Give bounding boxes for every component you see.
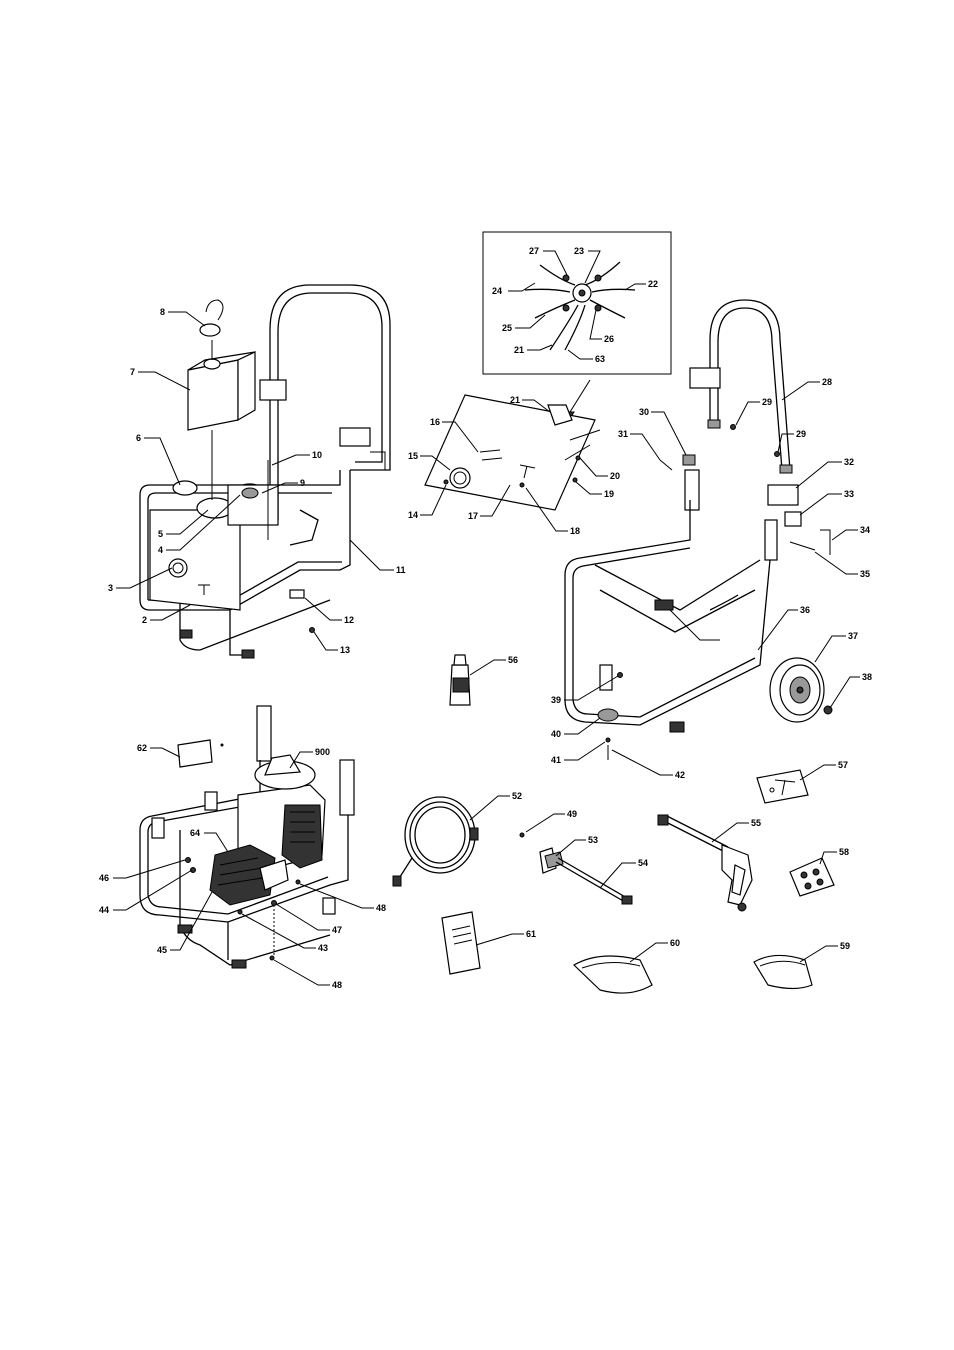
callout-44: 44 xyxy=(99,905,109,915)
callout-2: 2 xyxy=(142,615,147,625)
callout-39: 39 xyxy=(551,695,561,705)
callout-23: 23 xyxy=(574,246,584,256)
callout-34: 34 xyxy=(860,525,870,535)
callout-37: 37 xyxy=(848,631,858,641)
callout-40: 40 xyxy=(551,729,561,739)
callout-29-lower: 29 xyxy=(796,429,806,439)
callout-18: 18 xyxy=(570,526,580,536)
callout-59: 59 xyxy=(840,941,850,951)
callout-30: 30 xyxy=(639,407,649,417)
callout-46: 46 xyxy=(99,873,109,883)
callout-21-panel: 21 xyxy=(510,395,520,405)
callout-26: 26 xyxy=(604,334,614,344)
callout-33: 33 xyxy=(844,489,854,499)
callout-48-lower: 48 xyxy=(332,980,342,990)
callout-28: 28 xyxy=(822,377,832,387)
callout-11: 11 xyxy=(396,565,406,575)
callout-14: 14 xyxy=(408,510,418,520)
callout-19: 19 xyxy=(604,489,614,499)
loose-parts xyxy=(393,655,834,993)
callout-63: 63 xyxy=(595,354,605,364)
callout-62: 62 xyxy=(137,743,147,753)
callout-55: 55 xyxy=(751,818,761,828)
assembly-engine-pump xyxy=(140,706,354,968)
callout-58: 58 xyxy=(839,847,849,857)
assembly-tank-frame xyxy=(140,285,390,658)
callout-22: 22 xyxy=(648,279,658,289)
callout-10: 10 xyxy=(312,450,322,460)
callout-42: 42 xyxy=(675,770,685,780)
callout-47: 47 xyxy=(332,925,342,935)
callout-17: 17 xyxy=(468,511,478,521)
callout-52: 52 xyxy=(512,791,522,801)
callout-24: 24 xyxy=(492,286,502,296)
callout-13: 13 xyxy=(340,645,350,655)
callout-25: 25 xyxy=(502,323,512,333)
callout-32: 32 xyxy=(844,457,854,467)
callout-54: 54 xyxy=(638,858,648,868)
callout-56: 56 xyxy=(508,655,518,665)
callout-57: 57 xyxy=(838,760,848,770)
callout-900: 900 xyxy=(315,747,330,757)
assembly-wheel-frame xyxy=(565,300,832,760)
callout-21-inset: 21 xyxy=(514,345,524,355)
callout-43: 43 xyxy=(318,943,328,953)
callout-35: 35 xyxy=(860,569,870,579)
callout-49: 49 xyxy=(567,809,577,819)
callout-7: 7 xyxy=(130,367,135,377)
callout-9: 9 xyxy=(300,478,305,488)
callout-12: 12 xyxy=(344,615,354,625)
callout-4: 4 xyxy=(158,545,163,555)
callout-6: 6 xyxy=(136,433,141,443)
callout-29-upper: 29 xyxy=(762,397,772,407)
callout-8: 8 xyxy=(160,307,165,317)
callout-64: 64 xyxy=(190,828,200,838)
callout-48-upper: 48 xyxy=(376,903,386,913)
callout-31: 31 xyxy=(618,429,628,439)
callout-60: 60 xyxy=(670,938,680,948)
callout-20: 20 xyxy=(610,471,620,481)
callout-41: 41 xyxy=(551,755,561,765)
callout-27: 27 xyxy=(529,246,539,256)
callout-36: 36 xyxy=(800,605,810,615)
callout-5: 5 xyxy=(158,529,163,539)
callout-3: 3 xyxy=(108,583,113,593)
callout-38: 38 xyxy=(862,672,872,682)
callout-61: 61 xyxy=(526,929,536,939)
callout-15: 15 xyxy=(408,451,418,461)
callout-16: 16 xyxy=(430,417,440,427)
callout-53: 53 xyxy=(588,835,598,845)
callout-45: 45 xyxy=(157,945,167,955)
